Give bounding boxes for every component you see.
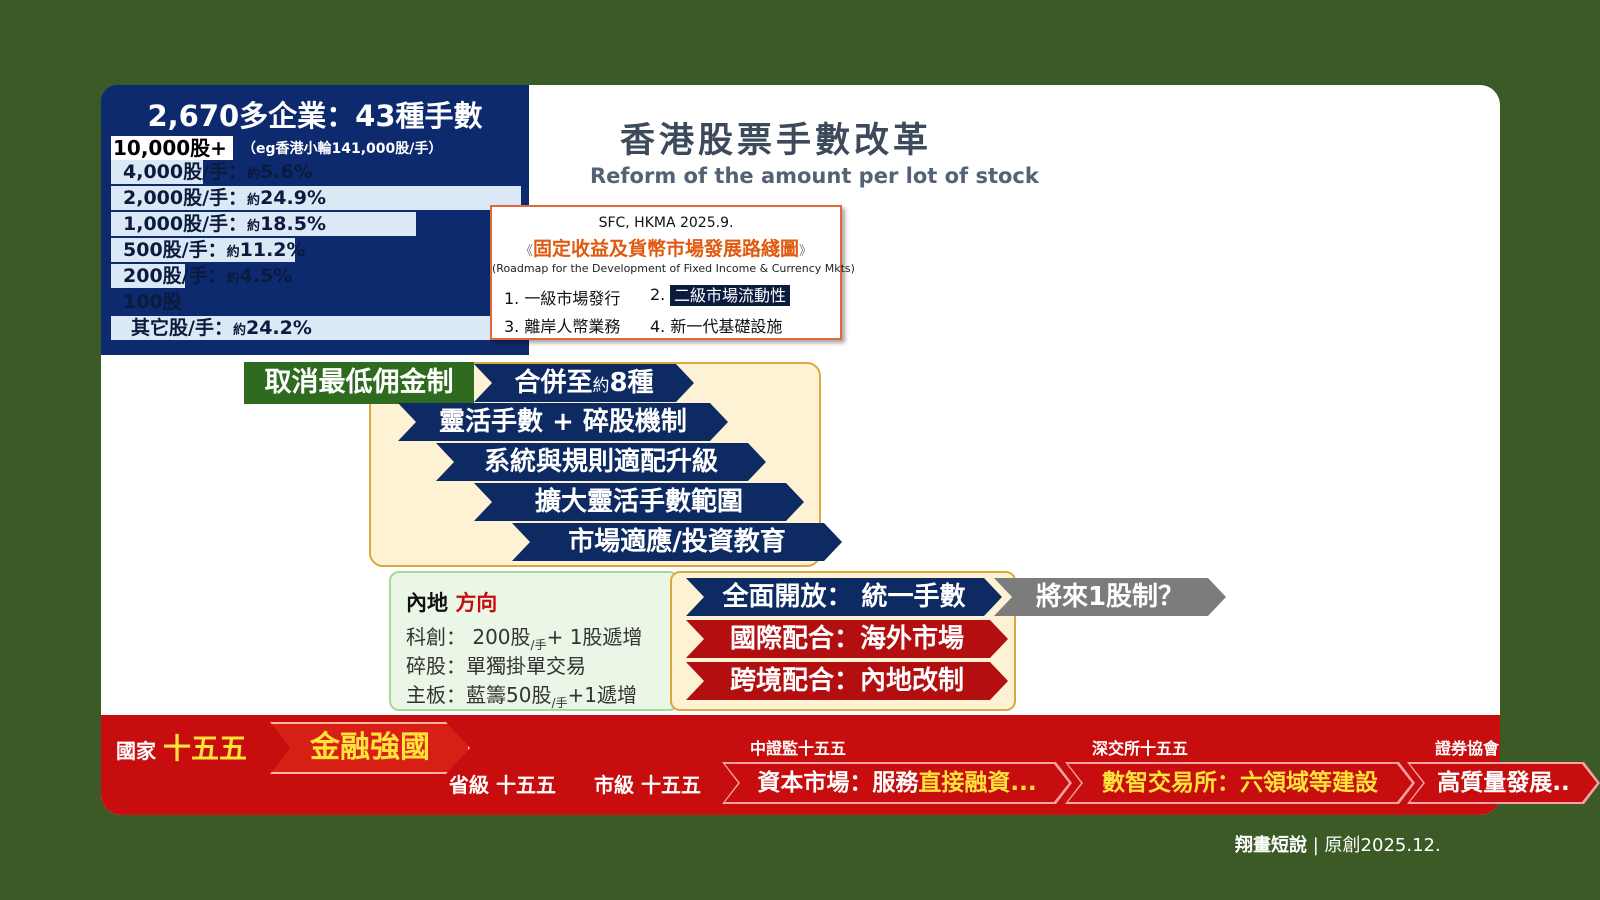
stats-row: 200股/手：約4.5% [123,264,292,291]
szse-item: 數智交易所：六領域等建設 [1102,770,1378,796]
stats-row-approx: 約 [226,245,240,260]
main-sub: /手 [551,696,568,710]
stats-row-pct: 24.9% [260,187,326,209]
roadmap-name: 固定收益及貨幣市場發展路綫圖 [532,238,799,260]
stats-row-approx: 約 [247,193,261,208]
stats-row-label: 1,000股/手： [123,213,248,235]
stats-row: 1,000股/手：約18.5% [123,212,326,239]
roadmap-name-line: 《固定收益及貨幣市場發展路綫圖》 [519,238,813,260]
csrc-plan-label: 中證監十五五 [750,739,847,758]
stats-title: 2,670多企業：43種手數 [147,99,483,133]
star-prefix: 科創： 200股 [406,625,531,649]
stats-row: 500股/手：約11.2% [123,238,306,265]
roadmap-item-2-num: 2. [650,285,666,304]
main-prefix: 主板：藍籌50股 [406,683,552,707]
stats-bar [111,186,521,210]
provincial-plan: 省級 十五五 [449,773,556,797]
footer-credit: 翔畫短說 | 原創2025.12. [1235,831,1441,857]
stats-row-pct: 4.5% [239,265,293,287]
stats-row-pct: 24.2% [245,317,312,339]
reform-step-1: 靈活手數 + 碎股機制 [398,403,728,441]
roadmap-item-1: 1. 一級市場發行 [504,289,621,308]
stats-rows: 4,000股/手：約5.6%2,000股/手：約24.9%1,000股/手：約1… [101,85,529,355]
stats-row-approx: 約 [247,219,261,234]
openness-future: 將來1股制？ [994,578,1226,616]
reform-step-merge: 合併至約8種 [474,364,694,402]
stats-row: 2,000股/手：約24.9% [123,186,326,213]
national-plan: 十五五 [162,732,247,765]
sac-quality-chevron: 高質量發展.. [1407,762,1600,804]
stats-row-pct: 5.6% [260,161,313,183]
stats-row-label: 200股/手： [123,265,227,287]
stats-bar [111,160,203,184]
mainland-odd-lot: 碎股：單獨掛單交易 [406,654,586,678]
stats-row-approx: 約 [226,271,240,286]
stats-bar [111,316,509,340]
reform-step-4: 市場適應/投資教育 [512,523,842,561]
national-prefix: 國家 [116,739,156,763]
csrc-item-b: 直接融資... [918,770,1037,796]
main-suffix: +1遞增 [567,683,637,707]
page-title: 香港股票手數改革 [620,121,933,161]
stats-row: 其它股/手：約24.2% [131,316,312,343]
stats-top-note: （eg香港小輪141,000股/手） [242,141,443,157]
stats-bar [111,264,185,288]
roadmap-source: SFC, HKMA 2025.9. [598,215,734,231]
stats-row: 100股 [123,290,182,317]
financial-power-goal: 金融強國 [270,722,470,774]
national-line: 國家 十五五 [116,729,247,771]
csrc-item-a: 資本市場：服務 [757,770,919,796]
roadmap-item-4: 4. 新一代基礎設施 [650,317,783,336]
merge-value: 8種 [609,368,654,398]
stats-bar [111,238,295,262]
footer-separator: | [1312,835,1319,856]
mainland-direction-box: 內地 方向 科創： 200股/手+ 1股遞增 碎股：單獨掛單交易 主板：藍籌50… [389,571,679,711]
footer-date: 原創2025.12. [1324,835,1441,856]
stats-row-pct: 18.5% [260,213,326,235]
openness-cross-border: 跨境配合：內地改制 [686,662,1008,700]
mainland-heading: 內地 [406,591,448,615]
mainland-main-board: 主板：藍籌50股/手+1遞增 [406,679,637,711]
stats-row-approx: 約 [232,323,246,338]
openness-international: 國際配合：海外市場 [686,620,1008,658]
municipal-plan: 市級 十五五 [594,773,701,797]
sac-label: 證券協會 [1435,739,1500,758]
stats-top-label: 10,000股+ [111,136,233,160]
roadmap-item-3: 3. 離岸人幣業務 [504,317,621,336]
roadmap-item-2-wrap: 二級市場流動性 [670,282,791,306]
merge-approx: 約 [592,376,610,396]
roadmap-box: SFC, HKMA 2025.9. 《固定收益及貨幣市場發展路綫圖》 (Road… [490,205,855,340]
star-suffix: + 1股遞增 [546,625,643,649]
cancel-min-commission-tab: 取消最低佣金制 [244,362,474,404]
stats-row-label: 2,000股/手： [123,187,248,209]
stats-row-label: 100股 [123,291,182,313]
stats-row: 4,000股/手：約5.6% [123,160,313,187]
page-subtitle: Reform of the amount per lot of stock [590,164,1039,188]
mainland-heading-accent: 方向 [455,591,498,615]
roadmap-name-en: (Roadmap for the Development of Fixed In… [492,262,855,275]
stats-row-label: 其它股/手： [131,317,233,339]
szse-plan-label: 深交所十五五 [1092,739,1189,758]
szse-digital-exchange-chevron: 數智交易所：六領域等建設 [1065,762,1415,804]
footer-author: 翔畫短說 [1235,835,1307,856]
mainland-star-market: 科創： 200股/手+ 1股遞增 [406,621,642,653]
reform-step-3: 擴大靈活手數範圍 [474,483,804,521]
stats-row-label: 4,000股/手： [123,161,248,183]
star-sub: /手 [530,638,547,652]
roadmap-item-2: 二級市場流動性 [670,285,791,306]
mainland-heading-line: 內地 方向 [406,587,497,617]
stats-row-pct: 11.2% [239,239,306,261]
stats-row-approx: 約 [247,167,261,182]
csrc-capital-market-chevron: 資本市場：服務直接融資... [722,762,1072,804]
stats-row-label: 500股/手： [123,239,227,261]
openness-unify: 全面開放： 統一手數 [686,578,1002,616]
reform-step-2: 系統與規則適配升級 [436,443,766,481]
sac-item: 高質量發展.. [1437,770,1570,796]
merge-prefix: 合併至 [514,368,593,398]
stats-bar [111,212,416,236]
